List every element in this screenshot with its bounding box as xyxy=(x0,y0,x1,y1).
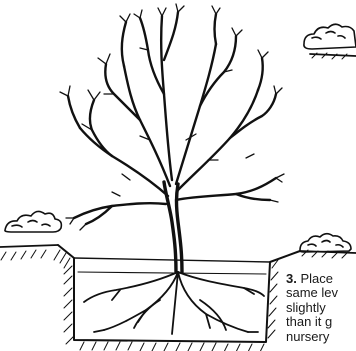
caption-line-4: than it g xyxy=(286,315,356,329)
planting-hole xyxy=(58,245,300,342)
caption-line-2: same lev xyxy=(286,286,356,300)
tree-roots xyxy=(84,272,264,334)
left-bush xyxy=(5,211,62,232)
right-bush-top xyxy=(304,24,356,49)
step-caption: 3. Place same lev slightly than it g nur… xyxy=(286,272,356,344)
caption-line-1-text: Place xyxy=(300,271,333,286)
caption-line-3: slightly xyxy=(286,301,356,315)
step-number: 3. xyxy=(286,271,297,286)
tree-branches xyxy=(68,12,276,224)
caption-line-5: nursery xyxy=(286,330,356,344)
right-bush-ground xyxy=(300,234,351,252)
caption-line-1: 3. Place xyxy=(286,272,356,286)
